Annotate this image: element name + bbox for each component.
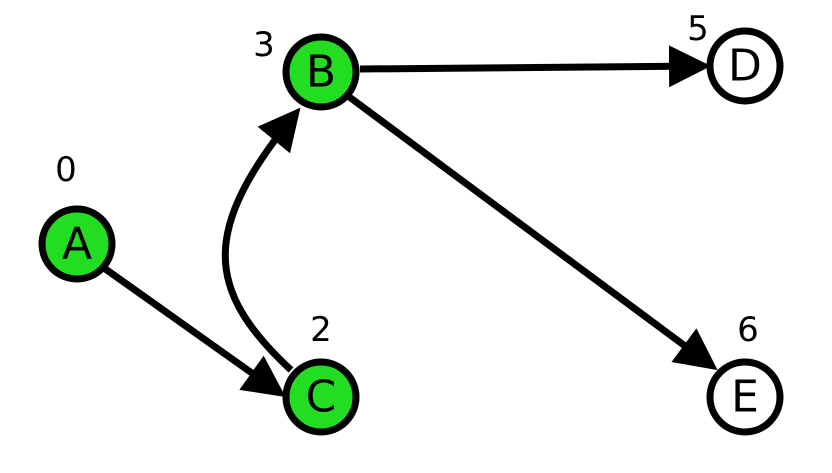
node-c-circle — [282, 358, 360, 436]
node-c-label: C — [306, 372, 337, 423]
edge-b-d — [359, 45, 711, 88]
node-c: C 2 — [282, 310, 360, 436]
node-d-label: D — [728, 41, 762, 92]
node-d: D 5 — [687, 9, 784, 105]
node-a-circle — [38, 205, 116, 283]
node-b: B 3 — [253, 25, 360, 111]
node-e-circle — [706, 358, 784, 436]
node-b-distance: 3 — [253, 25, 275, 65]
edge-b-e — [345, 93, 718, 371]
node-e-label: E — [731, 372, 759, 423]
edge-a-c — [101, 265, 286, 398]
edge-c-b — [221, 107, 301, 373]
node-e-distance: 6 — [737, 310, 759, 350]
node-b-label: B — [306, 47, 336, 98]
node-c-distance: 2 — [310, 310, 332, 350]
node-e: E 6 — [706, 310, 784, 436]
node-d-distance: 5 — [687, 9, 709, 49]
node-d-circle — [706, 27, 784, 105]
node-a-label: A — [62, 219, 92, 270]
node-a: A 0 — [38, 150, 116, 283]
node-a-distance: 0 — [55, 150, 77, 190]
node-b-circle — [282, 33, 360, 111]
